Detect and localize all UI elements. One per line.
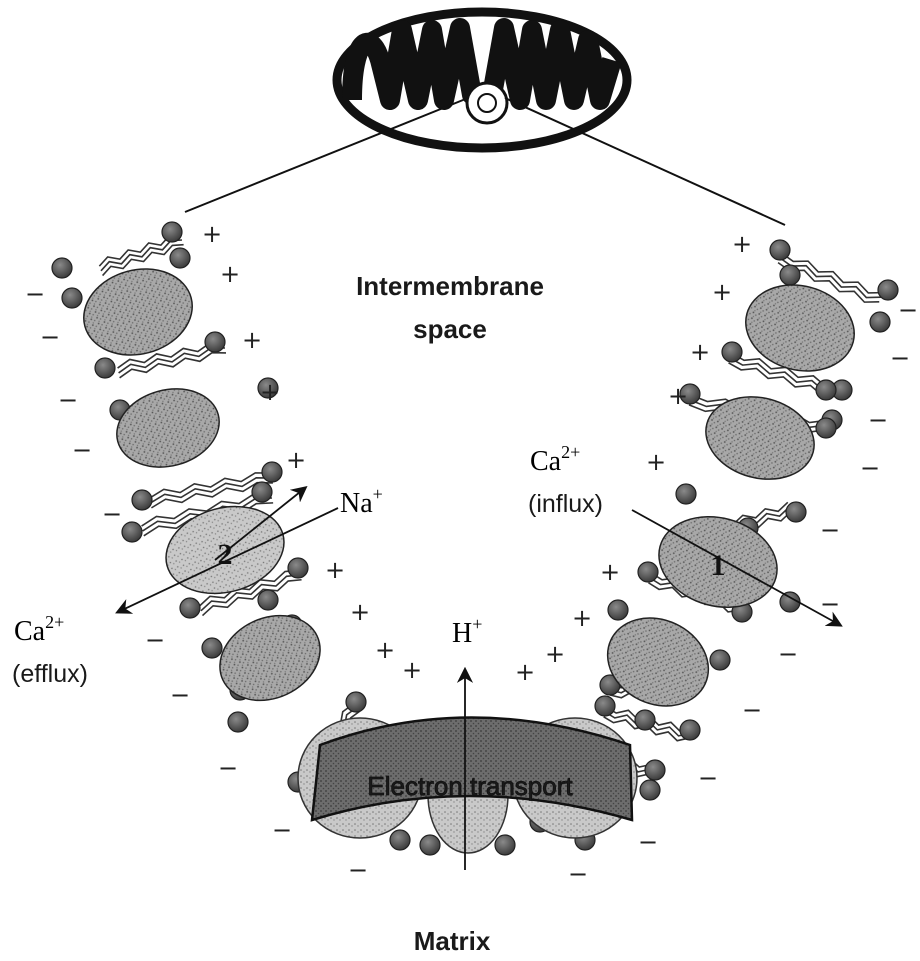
negative-charge-sign: − bbox=[348, 856, 368, 884]
negative-charge-sign: − bbox=[860, 454, 880, 482]
negative-charge-sign: − bbox=[638, 828, 658, 856]
positive-charge-sign: + bbox=[202, 220, 222, 248]
negative-charge-sign: − bbox=[742, 696, 762, 724]
positive-charge-sign: + bbox=[220, 260, 240, 288]
positive-charge-sign: + bbox=[646, 448, 666, 476]
positive-charge-sign: + bbox=[375, 636, 395, 664]
negative-charge-sign: − bbox=[698, 764, 718, 792]
lipid-head bbox=[262, 462, 282, 482]
lipid-head bbox=[122, 522, 142, 542]
lipid-head bbox=[95, 358, 115, 378]
negative-charge-sign: − bbox=[568, 860, 588, 888]
mitochondrion-icon bbox=[337, 12, 627, 148]
lipid-head bbox=[162, 222, 182, 242]
lipid-head bbox=[770, 240, 790, 260]
positive-charge-sign: + bbox=[732, 230, 752, 258]
space-label: space bbox=[413, 314, 487, 344]
lipid-head bbox=[780, 265, 800, 285]
negative-charge-sign: − bbox=[58, 386, 78, 414]
positive-charge-sign: + bbox=[690, 338, 710, 366]
lipid-head bbox=[202, 638, 222, 658]
positive-charge-sign: + bbox=[545, 640, 565, 668]
lipid-head bbox=[710, 650, 730, 670]
lipid-head bbox=[252, 482, 272, 502]
negative-charge-sign: − bbox=[820, 516, 840, 544]
lipid-head bbox=[52, 258, 72, 278]
lipid-head bbox=[390, 830, 410, 850]
negative-charge-sign: − bbox=[72, 436, 92, 464]
lipid-head bbox=[722, 342, 742, 362]
intermembrane-label: Intermembrane bbox=[356, 271, 544, 301]
negative-charge-sign: − bbox=[272, 816, 292, 844]
lipid-head bbox=[645, 760, 665, 780]
negative-charge-sign: − bbox=[145, 626, 165, 654]
lipid-head bbox=[420, 835, 440, 855]
zoom-line-left bbox=[185, 98, 468, 212]
positive-charge-sign: + bbox=[350, 598, 370, 626]
negative-charge-sign: − bbox=[218, 754, 238, 782]
h-ion-label: H+ bbox=[452, 614, 482, 649]
lipid-head bbox=[205, 332, 225, 352]
zoom-line-right bbox=[505, 98, 785, 225]
lipid-head bbox=[816, 380, 836, 400]
lipid-head bbox=[595, 696, 615, 716]
transporter-2: 2 bbox=[156, 494, 294, 606]
positive-charge-sign: + bbox=[286, 446, 306, 474]
negative-charge-sign: − bbox=[898, 296, 918, 324]
negative-charge-sign: − bbox=[778, 640, 798, 668]
lipid-head bbox=[132, 490, 152, 510]
positive-charge-sign: + bbox=[515, 658, 535, 686]
lipid-head bbox=[170, 248, 190, 268]
positive-charge-sign: + bbox=[260, 378, 280, 406]
lipid-head bbox=[62, 288, 82, 308]
negative-charge-sign: − bbox=[40, 323, 60, 351]
influx-label: (influx) bbox=[528, 490, 603, 518]
lipid-head bbox=[878, 280, 898, 300]
lipid-head bbox=[680, 720, 700, 740]
lipid-head bbox=[495, 835, 515, 855]
negative-charge-sign: − bbox=[868, 406, 888, 434]
negative-charge-sign: − bbox=[890, 344, 910, 372]
lipid-head bbox=[635, 710, 655, 730]
lipid-head bbox=[258, 590, 278, 610]
positive-charge-sign: + bbox=[600, 558, 620, 586]
negative-charge-sign: − bbox=[25, 280, 45, 308]
electron-transport-complex: Electron transport bbox=[298, 718, 637, 854]
transporter-1: 1 bbox=[649, 504, 788, 620]
lipid-head bbox=[228, 712, 248, 732]
lipid-head bbox=[638, 562, 658, 582]
lipid-head bbox=[816, 418, 836, 438]
negative-charge-sign: − bbox=[102, 500, 122, 528]
lipid-head bbox=[786, 502, 806, 522]
efflux-label: (efflux) bbox=[12, 660, 88, 688]
electron-transport-label: Electron transport bbox=[367, 771, 573, 801]
positive-charge-sign: + bbox=[712, 278, 732, 306]
transporter-2-label: 2 bbox=[218, 538, 233, 571]
lipid-head bbox=[870, 312, 890, 332]
lipid-head bbox=[346, 692, 366, 712]
positive-charge-sign: + bbox=[325, 556, 345, 584]
ca-influx-ion-label: Ca2+ bbox=[530, 442, 580, 477]
positive-charge-sign: + bbox=[242, 326, 262, 354]
positive-charge-sign: + bbox=[402, 656, 422, 684]
lipid-head bbox=[676, 484, 696, 504]
negative-charge-sign: − bbox=[820, 590, 840, 618]
matrix-label: Matrix bbox=[414, 926, 491, 956]
lipid-head bbox=[608, 600, 628, 620]
lipid-head bbox=[640, 780, 660, 800]
positive-charge-sign: + bbox=[668, 382, 688, 410]
negative-charge-sign: − bbox=[170, 681, 190, 709]
ca-efflux-ion-label: Ca2+ bbox=[14, 612, 64, 647]
na-ion-label: Na+ bbox=[340, 484, 383, 519]
positive-charge-sign: + bbox=[572, 604, 592, 632]
lipid-head bbox=[288, 558, 308, 578]
lipid-head bbox=[180, 598, 200, 618]
